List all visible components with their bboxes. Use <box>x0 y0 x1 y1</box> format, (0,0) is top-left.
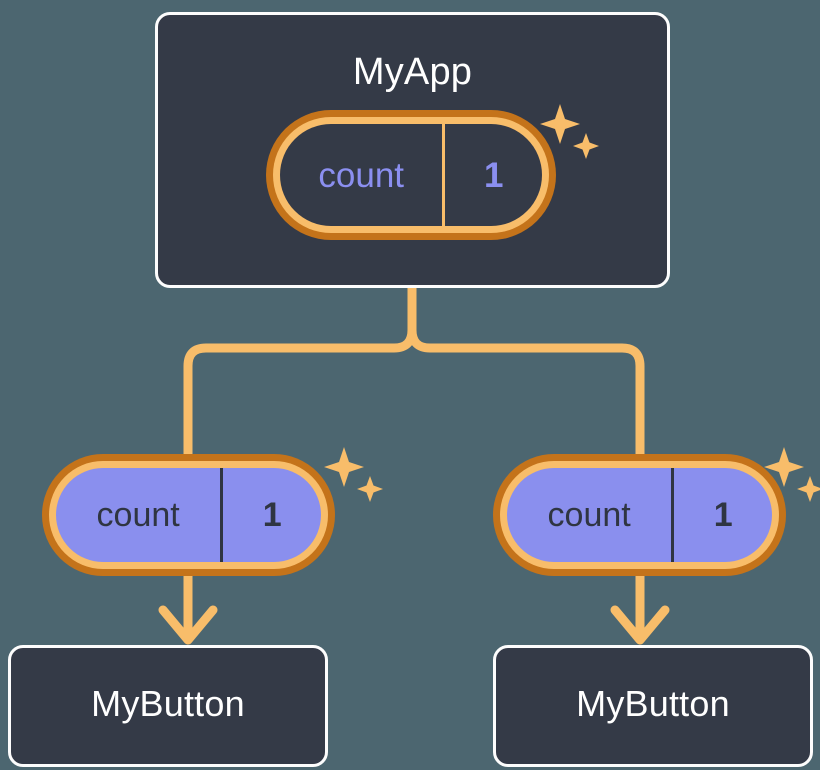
component-label-mybutton: MyButton <box>91 683 245 724</box>
state-value: 1 <box>442 124 542 226</box>
state-pill-branch-left[interactable]: count 1 <box>42 454 335 576</box>
component-label-mybutton: MyButton <box>576 683 730 724</box>
state-key: count <box>318 155 405 195</box>
state-value: 1 <box>220 468 321 562</box>
wire-root-to-left <box>183 283 417 459</box>
wire-root-to-right <box>407 283 645 459</box>
state-value: 1 <box>671 468 772 562</box>
state-pill-myapp[interactable]: count 1 <box>266 110 556 240</box>
state-pill-inner-ring: count 1 <box>273 117 549 233</box>
arrow-down-icon-left <box>158 605 218 645</box>
state-pill-core: count 1 <box>56 468 321 562</box>
component-box-mybutton-left[interactable]: MyButton <box>8 645 328 767</box>
state-key: count <box>547 496 631 534</box>
component-box-mybutton-right[interactable]: MyButton <box>493 645 813 767</box>
component-label-myapp: MyApp <box>352 51 473 93</box>
state-pill-inner-ring: count 1 <box>500 461 779 569</box>
state-pill-core: count 1 <box>507 468 772 562</box>
state-key: count <box>96 496 180 534</box>
state-pill-branch-right[interactable]: count 1 <box>493 454 786 576</box>
state-pill-core: count 1 <box>280 124 542 226</box>
state-pill-inner-ring: count 1 <box>49 461 328 569</box>
arrow-down-icon-right <box>610 605 670 645</box>
